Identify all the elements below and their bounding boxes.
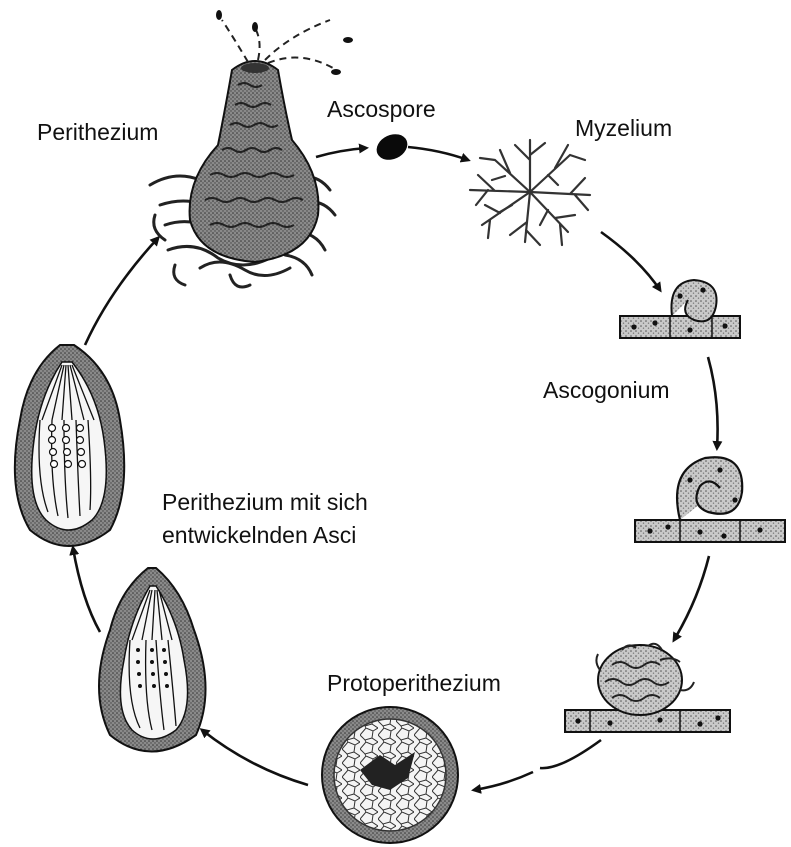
ascogonium-coiled-illustration: [635, 457, 785, 542]
label-ascospore: Ascospore: [327, 95, 436, 123]
arrow-myzelium-to-ascogonium: [601, 232, 660, 290]
perithezium-illustration: [150, 10, 353, 287]
label-perithezium: Perithezium: [37, 118, 158, 146]
ascogonium-early-illustration: [620, 280, 740, 338]
label-developing-line2: entwickelnden Asci: [162, 519, 368, 552]
arrow-mature-to-perithezium: [85, 238, 158, 345]
arrow-proto-to-peri-early: [202, 730, 308, 785]
hyphal-knot-illustration: [565, 644, 730, 732]
arrow-ascogonium-to-coil: [708, 357, 718, 448]
label-perithezium-developing-asci: Perithezium mit sich entwickelnden Asci: [162, 486, 368, 552]
ascospore-icon: [372, 129, 411, 164]
arrow-peri-early-to-mature: [73, 548, 100, 632]
arrow-ascospore-to-myzelium: [408, 147, 468, 160]
perithezium-early-asci-illustration: [99, 568, 206, 752]
label-protoperithezium: Protoperithezium: [327, 669, 501, 697]
arrow-perithezium-to-ascospore: [316, 148, 366, 157]
arrow-knot-to-proto: [540, 740, 601, 768]
perithezium-mature-asci-illustration: [15, 345, 124, 546]
mycelium-illustration: [470, 140, 590, 245]
arrow-coil-to-knot: [674, 556, 709, 640]
label-ascogonium: Ascogonium: [543, 376, 670, 404]
protoperithezium-illustration: [322, 707, 458, 843]
label-developing-line1: Perithezium mit sich: [162, 486, 368, 519]
arrow-knot-to-proto-dash: [474, 772, 533, 790]
label-myzelium: Myzelium: [575, 114, 672, 142]
